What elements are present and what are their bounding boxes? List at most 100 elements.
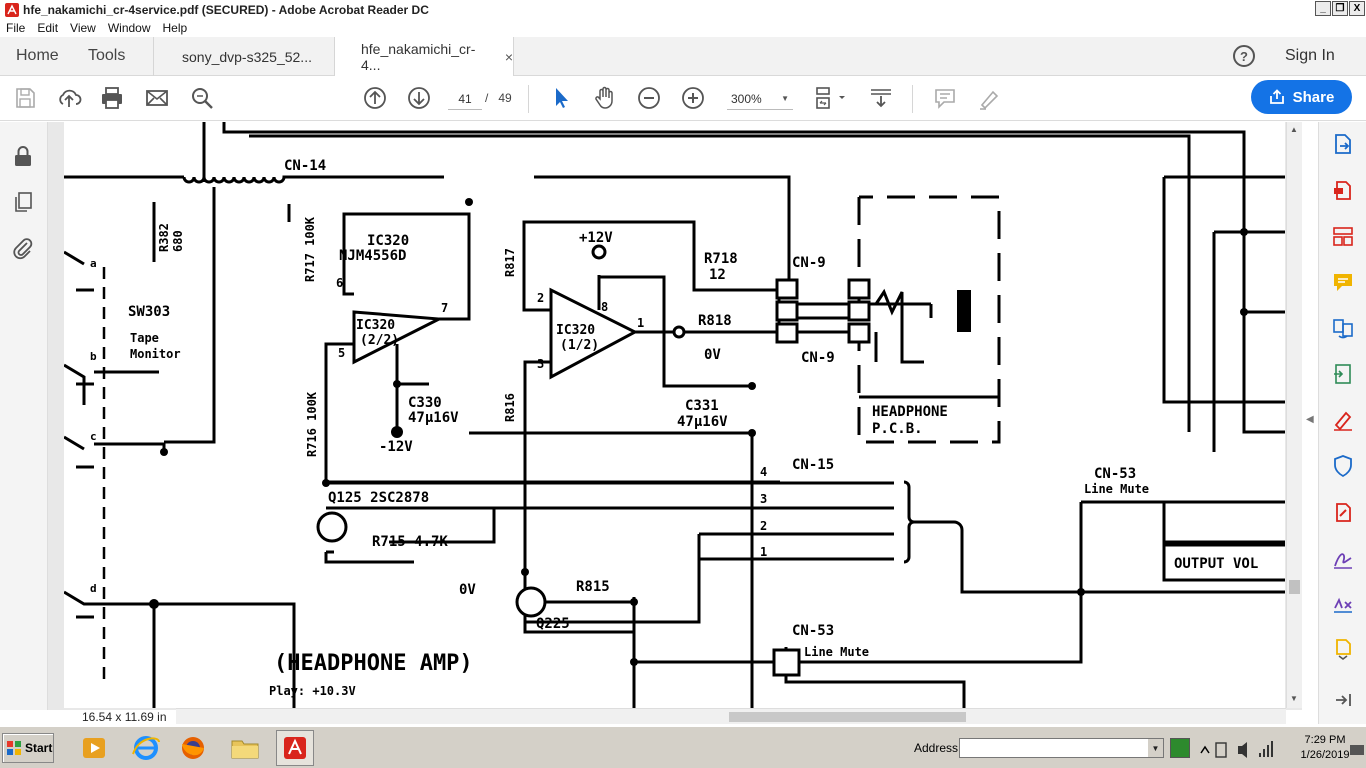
internet-explorer-icon[interactable] — [129, 732, 163, 764]
title-bar: hfe_nakamichi_cr-4service.pdf (SECURED) … — [0, 0, 1366, 19]
next-page-icon[interactable] — [406, 85, 432, 111]
start-button[interactable]: Start — [2, 733, 54, 763]
ov-label-2: 0V — [459, 582, 476, 598]
right-tools-pane — [1318, 122, 1366, 724]
tape-monitor-label-2: Monitor — [130, 347, 181, 361]
highlight-pen-icon[interactable] — [976, 85, 1002, 111]
pages-thumbnail-icon[interactable] — [11, 190, 35, 214]
scroll-mode-icon[interactable] — [868, 85, 894, 111]
window-title: hfe_nakamichi_cr-4service.pdf (SECURED) … — [23, 2, 429, 17]
send-for-signature-icon[interactable] — [1331, 546, 1355, 570]
horizontal-scroll-thumb[interactable] — [729, 712, 966, 722]
compress-pdf-icon[interactable] — [1331, 362, 1355, 386]
zoom-level-value: 300% — [731, 91, 762, 106]
taskbar-acrobat-active[interactable] — [276, 730, 314, 766]
left-navigation-pane — [0, 122, 48, 710]
tab-home[interactable]: Home — [16, 47, 59, 64]
cn9-top-label: CN-9 — [792, 255, 826, 271]
comment-tool-icon[interactable] — [1331, 270, 1355, 294]
search-icon[interactable] — [189, 85, 215, 111]
cn15-label: CN-15 — [792, 457, 834, 473]
cn9-bottom-label: CN-9 — [801, 350, 835, 366]
output-vol-label: OUTPUT VOL — [1174, 556, 1258, 572]
firefox-icon[interactable] — [176, 732, 210, 764]
hand-tool-icon[interactable] — [592, 85, 618, 111]
address-dropdown-icon[interactable]: ▼ — [1148, 739, 1163, 757]
tab-tools[interactable]: Tools — [88, 47, 126, 64]
comment-icon[interactable] — [932, 85, 958, 111]
minimize-button[interactable]: _ — [1315, 1, 1331, 16]
q125-label: Q125 2SC2878 — [328, 490, 429, 506]
tab-document-label: hfe_nakamichi_cr-4... — [361, 40, 476, 73]
menu-file[interactable]: File — [6, 21, 26, 35]
attachment-paperclip-icon[interactable] — [11, 236, 35, 260]
tab-document-nakamichi[interactable]: hfe_nakamichi_cr-4... × — [334, 37, 514, 76]
address-go-button[interactable] — [1170, 738, 1190, 758]
address-input[interactable] — [959, 738, 1164, 758]
export-pdf-icon[interactable] — [1331, 132, 1355, 156]
ic-pin-7: 7 — [441, 301, 448, 315]
tab-bar: Home Tools sony_dvp-s325_52... hfe_nakam… — [0, 37, 1366, 76]
vertical-scroll-thumb[interactable] — [1289, 580, 1300, 594]
toolbar-divider — [912, 85, 913, 113]
cn53-right-label: CN-53 — [1094, 466, 1136, 482]
scroll-down-icon[interactable]: ▼ — [1290, 694, 1298, 703]
r382-value: 680 — [171, 230, 185, 252]
tab-document-sony[interactable]: sony_dvp-s325_52... — [153, 37, 334, 76]
cn53-bottom-sub: Line Mute — [804, 645, 869, 659]
menu-view[interactable]: View — [70, 21, 96, 35]
protect-shield-icon[interactable] — [1331, 454, 1355, 478]
more-tools-icon[interactable] — [1331, 636, 1355, 660]
combine-files-icon[interactable] — [1331, 316, 1355, 340]
email-icon[interactable] — [144, 85, 170, 111]
ic320-right-inner: IC320 — [556, 323, 595, 338]
fill-sign-icon[interactable] — [1331, 408, 1355, 432]
ic-pin-6: 6 — [336, 276, 343, 290]
create-pdf-icon[interactable] — [1331, 178, 1355, 202]
help-icon[interactable]: ? — [1233, 45, 1255, 67]
collapse-tools-icon[interactable] — [1331, 688, 1355, 712]
sign-in-link[interactable]: Sign In — [1285, 47, 1335, 64]
r815-label: R815 — [576, 579, 610, 595]
close-tab-icon[interactable]: × — [504, 48, 513, 65]
share-button[interactable]: Share — [1251, 80, 1352, 114]
collapse-right-pane-icon[interactable]: ◀ — [1306, 414, 1314, 425]
certificates-icon[interactable] — [1331, 592, 1355, 616]
document-viewer[interactable]: CN-14 IC320 NJM4556D IC320 (2/2) IC320 (… — [48, 122, 1302, 710]
zoom-in-icon[interactable] — [680, 85, 706, 111]
scroll-up-icon[interactable]: ▲ — [1290, 125, 1298, 134]
zoom-out-icon[interactable] — [636, 85, 662, 111]
previous-page-icon[interactable] — [362, 85, 388, 111]
lock-icon[interactable] — [11, 144, 35, 168]
save-icon[interactable] — [12, 85, 38, 111]
restore-button[interactable]: ❐ — [1332, 1, 1348, 16]
select-cursor-icon[interactable] — [548, 85, 574, 111]
close-window-button[interactable]: X — [1349, 1, 1365, 16]
edit-pdf-icon[interactable] — [1331, 500, 1355, 524]
menu-edit[interactable]: Edit — [37, 21, 59, 35]
c331-label: C331 — [685, 398, 719, 414]
c330-label: C330 — [408, 395, 442, 411]
zoom-level-select[interactable]: 300% ▼ — [727, 88, 793, 110]
r715-label: R715 4.7K — [372, 534, 448, 550]
menu-help[interactable]: Help — [162, 21, 188, 35]
cloud-upload-icon[interactable] — [56, 85, 82, 111]
ic320-left-title: IC320 — [367, 233, 409, 249]
page-total: / 49 — [485, 91, 512, 105]
media-player-icon[interactable] — [77, 732, 111, 764]
menu-window[interactable]: Window — [107, 21, 151, 35]
page-fit-icon[interactable] — [812, 85, 848, 111]
organize-pages-icon[interactable] — [1331, 224, 1355, 248]
r717-label: R717 100K — [303, 216, 317, 282]
page-number-input[interactable] — [448, 88, 482, 110]
ic-pin-5: 5 — [338, 346, 345, 360]
menu-bar: File Edit View Window Help — [0, 19, 1366, 37]
cn15-pin-2: 2 — [760, 519, 767, 533]
horizontal-scrollbar[interactable] — [176, 708, 1286, 724]
file-explorer-icon[interactable] — [228, 732, 262, 764]
print-icon[interactable] — [99, 85, 125, 111]
vertical-scrollbar[interactable]: ▲ ▼ — [1286, 122, 1302, 708]
r818-label: R818 — [698, 313, 732, 329]
taskbar-clock[interactable]: 7:29 PM 1/26/2019 — [1290, 733, 1360, 763]
